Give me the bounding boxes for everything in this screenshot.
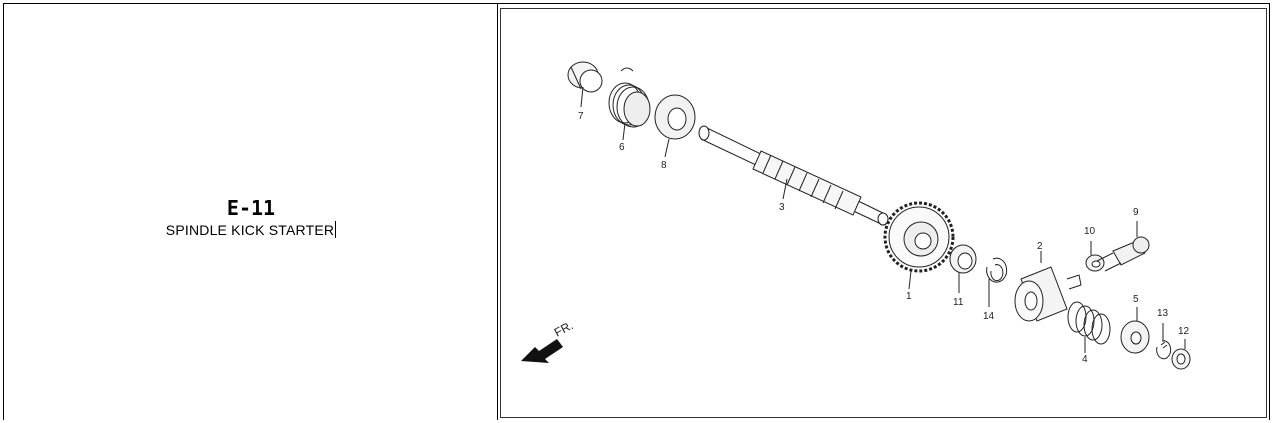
part-10-washer <box>1085 254 1105 272</box>
callout-1: 1 <box>906 291 912 302</box>
front-direction-arrow: FR. <box>521 318 575 363</box>
part-9-bolt <box>1096 236 1150 272</box>
front-label: FR. <box>552 318 576 339</box>
callout-4: 4 <box>1082 354 1088 365</box>
callout-5: 5 <box>1133 294 1139 305</box>
part-7-bushing <box>567 61 603 93</box>
callout-6: 6 <box>619 142 625 153</box>
callout-12: 12 <box>1178 326 1190 337</box>
parts-table: E-11 SPINDLE KICK STARTER <box>3 3 1270 420</box>
part-8-washer <box>654 94 696 140</box>
part-14-circlip <box>986 257 1008 283</box>
part-13-circlip <box>1156 340 1172 360</box>
part-6-spring <box>608 67 651 128</box>
part-1-gear <box>883 201 955 273</box>
callout-11: 11 <box>953 297 964 308</box>
part-5-washer <box>1120 320 1150 354</box>
part-12-washer <box>1171 348 1191 370</box>
part-3-spindle-shaft <box>698 125 889 226</box>
callout-8: 8 <box>661 160 667 171</box>
callout-3: 3 <box>779 202 785 213</box>
callout-10: 10 <box>1084 226 1096 237</box>
part-4-spring <box>1067 301 1111 345</box>
exploded-diagram: FR. 7 6 8 3 1 11 14 2 10 9 4 5 13 12 <box>500 8 1267 418</box>
part-2-ratchet <box>1014 266 1082 322</box>
part-name-text: SPINDLE KICK STARTER <box>165 222 335 238</box>
leader-lines <box>580 86 1186 353</box>
callout-2: 2 <box>1037 241 1043 252</box>
callout-9: 9 <box>1133 207 1139 218</box>
callout-13: 13 <box>1157 308 1169 319</box>
part-info-cell: E-11 SPINDLE KICK STARTER <box>4 4 498 420</box>
part-name[interactable]: SPINDLE KICK STARTER <box>4 221 498 238</box>
callout-labels: 7 6 8 3 1 11 14 2 10 9 4 5 13 12 <box>578 111 1190 365</box>
diagram-svg: FR. 7 6 8 3 1 11 14 2 10 9 4 5 13 12 <box>521 61 1191 370</box>
callout-7: 7 <box>578 111 584 122</box>
part-11-washer <box>949 244 977 274</box>
callout-14: 14 <box>983 311 995 322</box>
text-cursor <box>335 221 337 238</box>
part-code: E-11 <box>226 196 276 220</box>
